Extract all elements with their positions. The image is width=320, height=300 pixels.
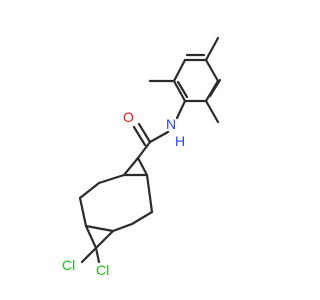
bond: [172, 58, 187, 83]
bond: [204, 58, 220, 83]
bond: [136, 140, 152, 160]
bond: [204, 99, 220, 124]
nitrogen-label: N: [166, 116, 176, 132]
oxygen-label: O: [123, 109, 134, 125]
bond: [208, 78, 222, 98]
bond: [204, 36, 220, 62]
hydrogen-label: H: [175, 133, 185, 149]
bond: [130, 210, 154, 226]
bond: [132, 125, 147, 147]
bond: [80, 246, 98, 264]
chlorine-label-1: Cl: [62, 257, 75, 273]
bond: [94, 229, 115, 250]
bond: [175, 99, 187, 120]
bond: [172, 79, 187, 103]
bond: [97, 173, 126, 185]
bond: [176, 80, 189, 99]
bond: [78, 181, 101, 200]
bond: [84, 224, 115, 233]
bond: [137, 122, 152, 144]
bond: [111, 222, 134, 233]
bond: [145, 173, 154, 214]
chlorine-label-2: Cl: [96, 262, 109, 278]
bond: [122, 156, 140, 177]
structure-drawing: O N H Cl Cl: [62, 36, 222, 278]
molecule-canvas: O N H Cl Cl: [62, 36, 222, 278]
bond: [94, 246, 101, 264]
bond: [136, 156, 149, 177]
bond: [78, 196, 88, 228]
bond: [84, 224, 98, 250]
bond: [148, 130, 170, 144]
